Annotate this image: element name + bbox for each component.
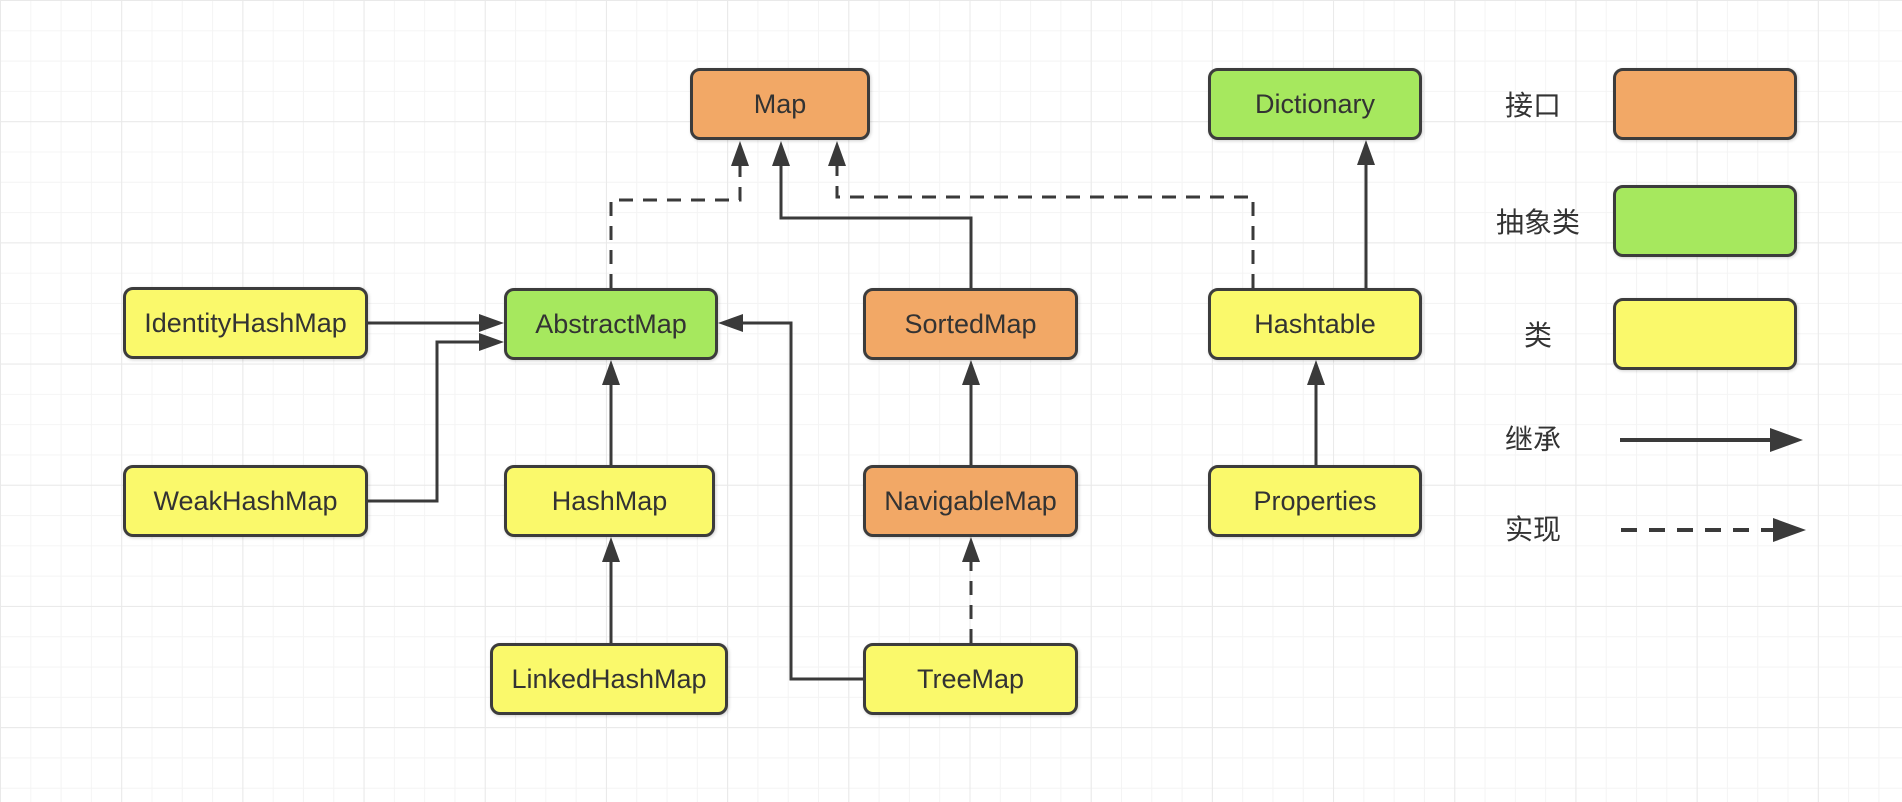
edge-weakhashmap-abstractmap-arrowhead [479, 333, 504, 351]
edge-weakhashmap-abstractmap[interactable] [368, 340, 481, 503]
node-linkedhashmap[interactable]: LinkedHashMap [490, 643, 728, 715]
edge-properties-hashtable-arrowhead [1307, 360, 1325, 385]
node-map[interactable]: Map [690, 68, 870, 140]
node-sortedmap[interactable]: SortedMap [863, 288, 1078, 360]
edge-sortedmap-map[interactable] [779, 164, 973, 288]
edge-treemap-abstractmap-arrowhead [718, 314, 743, 332]
node-dictionary-label: Dictionary [1254, 88, 1376, 119]
edge-hashmap-abstractmap-arrowhead [602, 360, 620, 385]
node-linkedhashmap-label: LinkedHashMap [511, 663, 707, 694]
node-hashtable-label: Hashtable [1254, 308, 1376, 339]
edge-sortedmap-map-arrowhead [772, 141, 790, 166]
legend-abstract-class-swatch[interactable] [1613, 185, 1797, 257]
node-identityhashmap[interactable]: IdentityHashMap [123, 287, 368, 359]
edge-linkedhashmap-hashmap-arrowhead [602, 537, 620, 562]
node-treemap-label: TreeMap [916, 663, 1025, 694]
node-abstractmap[interactable]: AbstractMap [504, 288, 718, 360]
node-sortedmap-label: SortedMap [904, 308, 1037, 339]
node-navigablemap[interactable]: NavigableMap [863, 465, 1078, 537]
edge-treemap-abstractmap[interactable] [741, 321, 863, 681]
edge-hashtable-dictionary-arrowhead [1357, 140, 1375, 165]
node-treemap[interactable]: TreeMap [863, 643, 1078, 715]
node-dictionary[interactable]: Dictionary [1208, 68, 1422, 140]
legend-implementation-arrowhead [1773, 518, 1806, 542]
legend-label-class: 类 [1523, 320, 1553, 351]
legend-inheritance-arrowhead [1770, 428, 1803, 452]
node-hashtable[interactable]: Hashtable [1208, 288, 1422, 360]
legend-label-abstract-class: 抽象类 [1495, 207, 1581, 238]
node-properties-label: Properties [1253, 485, 1377, 516]
node-navigablemap-label: NavigableMap [884, 485, 1057, 516]
edge-navigablemap-sortedmap-arrowhead [962, 360, 980, 385]
node-properties[interactable]: Properties [1208, 465, 1422, 537]
node-map-label: Map [753, 88, 807, 119]
legend-label-implementation: 实现 [1504, 514, 1562, 545]
node-weakhashmap[interactable]: WeakHashMap [123, 465, 368, 537]
legend-interface-swatch[interactable] [1613, 68, 1797, 140]
edge-abstractmap-map[interactable] [609, 164, 742, 288]
node-hashmap-label: HashMap [551, 485, 668, 516]
edge-identityhashmap-abstractmap-arrowhead [479, 314, 504, 332]
node-identityhashmap-label: IdentityHashMap [144, 307, 347, 338]
node-weakhashmap-label: WeakHashMap [153, 485, 338, 516]
node-hashmap[interactable]: HashMap [504, 465, 715, 537]
legend-class-swatch[interactable] [1613, 298, 1797, 370]
legend-label-inheritance: 继承 [1504, 424, 1562, 455]
edge-hashtable-map-arrowhead [828, 141, 846, 166]
legend-label-interface: 接口 [1504, 90, 1562, 121]
edge-abstractmap-map-arrowhead [731, 141, 749, 166]
edge-hashtable-map[interactable] [835, 164, 1255, 288]
edge-treemap-navigablemap-arrowhead [962, 537, 980, 562]
node-abstractmap-label: AbstractMap [535, 308, 687, 339]
